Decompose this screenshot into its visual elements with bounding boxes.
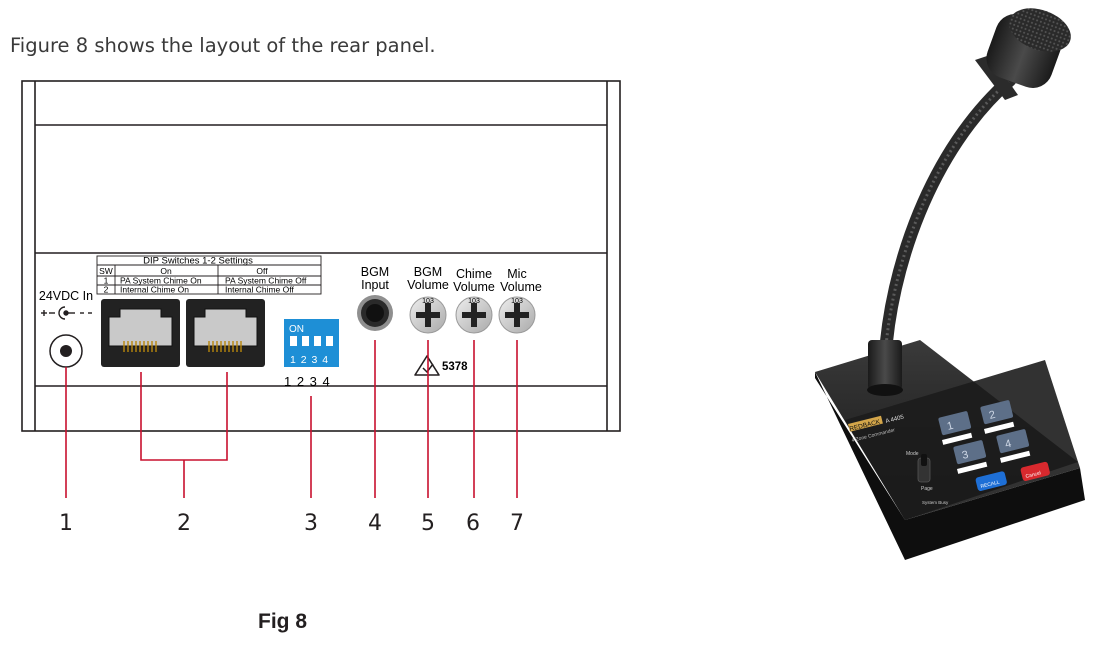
paging-microphone-photo: REDBACK A 4405 4 Zone Commander 1 2 3 4 … bbox=[815, 8, 1085, 560]
bgm-input-jack: BGM Input bbox=[357, 265, 393, 331]
chime-volume-label-1: Chime bbox=[456, 267, 492, 281]
bgm-volume-label-2: Volume bbox=[407, 278, 449, 292]
bgm-volume-pot[interactable]: BGM Volume 103 bbox=[407, 265, 449, 334]
dip-numbers-below: 1 2 3 4 bbox=[284, 374, 331, 389]
power-label: 24VDC In bbox=[39, 289, 93, 303]
callout-2: 2 bbox=[177, 511, 191, 536]
dip-table-header-on: On bbox=[160, 266, 172, 276]
callout-4: 4 bbox=[368, 511, 382, 536]
product-model: A 4405 bbox=[885, 414, 905, 425]
mic-volume-label-2: Volume bbox=[500, 280, 542, 294]
dip-row2-on: Internal Chime On bbox=[120, 285, 189, 295]
zone-button-1: 1 bbox=[938, 411, 973, 445]
dip-row1-on: PA System Chime On bbox=[120, 276, 202, 286]
zone-button-3-label: 3 bbox=[961, 449, 970, 462]
recall-button: RECALL bbox=[975, 471, 1007, 491]
callout-6: 6 bbox=[466, 511, 480, 536]
cancel-button-label: Cancel bbox=[1025, 470, 1042, 480]
dip-row2-sw: 2 bbox=[104, 285, 109, 295]
chime-pot-marking: 103 bbox=[468, 298, 480, 305]
mic-volume-label-1: Mic bbox=[507, 267, 526, 281]
dip-on-label: ON bbox=[289, 324, 304, 335]
bgm-input-label-2: Input bbox=[361, 278, 389, 292]
approval-mark-icon: 5378 bbox=[414, 355, 468, 376]
zone-button-2-label: 2 bbox=[988, 409, 997, 422]
dip-table-header-sw: SW bbox=[99, 266, 113, 276]
callout-1: 1 bbox=[59, 511, 73, 536]
busy-label: System Busy bbox=[922, 500, 949, 505]
mode-label: Mode bbox=[906, 451, 919, 457]
recall-button-label: RECALL bbox=[980, 479, 1001, 490]
cancel-button: Cancel bbox=[1020, 461, 1050, 481]
zone-button-3: 3 bbox=[953, 440, 988, 474]
dip-row1-sw: 1 bbox=[104, 276, 109, 286]
mic-volume-pot[interactable]: Mic Volume 103 bbox=[498, 267, 542, 334]
callout-lines bbox=[65, 340, 518, 498]
intro-text: Figure 8 shows the layout of the rear pa… bbox=[10, 34, 436, 57]
power-jack: 24VDC In bbox=[39, 289, 93, 368]
approval-number: 5378 bbox=[442, 361, 468, 373]
callout-5: 5 bbox=[421, 511, 435, 536]
dip-settings-table: DIP Switches 1-2 Settings SW On Off 1 PA… bbox=[96, 256, 322, 295]
mic-pot-marking: 103 bbox=[511, 298, 523, 305]
dip-table-title: DIP Switches 1-2 Settings bbox=[143, 256, 253, 267]
dip-table-header-off: Off bbox=[256, 266, 268, 276]
bgm-pot-marking: 103 bbox=[422, 298, 434, 305]
zone-button-2: 2 bbox=[980, 400, 1015, 434]
zone-button-1-label: 1 bbox=[946, 420, 955, 433]
page-label: Page bbox=[921, 486, 933, 492]
chime-volume-pot[interactable]: Chime Volume 103 bbox=[453, 267, 495, 334]
rj45-port-2 bbox=[186, 299, 265, 367]
enclosure bbox=[21, 80, 621, 432]
bgm-volume-label-1: BGM bbox=[414, 265, 442, 279]
polarity-icon bbox=[41, 306, 92, 320]
bgm-input-label-1: BGM bbox=[361, 265, 389, 279]
dip-switch[interactable]: ON 1 2 3 4 bbox=[284, 319, 339, 367]
zone-button-4: 4 bbox=[996, 429, 1031, 463]
rj45-port-1 bbox=[101, 299, 180, 367]
callout-numbers: 1 2 3 4 5 6 7 bbox=[59, 511, 524, 536]
chime-volume-label-2: Volume bbox=[453, 280, 495, 294]
dip-row1-off: PA System Chime Off bbox=[225, 276, 307, 286]
callout-3: 3 bbox=[304, 511, 318, 536]
figure-caption: Fig 8 bbox=[258, 610, 308, 633]
zone-button-4-label: 4 bbox=[1004, 438, 1013, 451]
callout-7: 7 bbox=[510, 511, 524, 536]
dip-row2-off: Internal Chime Off bbox=[225, 285, 294, 295]
dip-numbers-inner: 1 2 3 4 bbox=[290, 354, 329, 366]
